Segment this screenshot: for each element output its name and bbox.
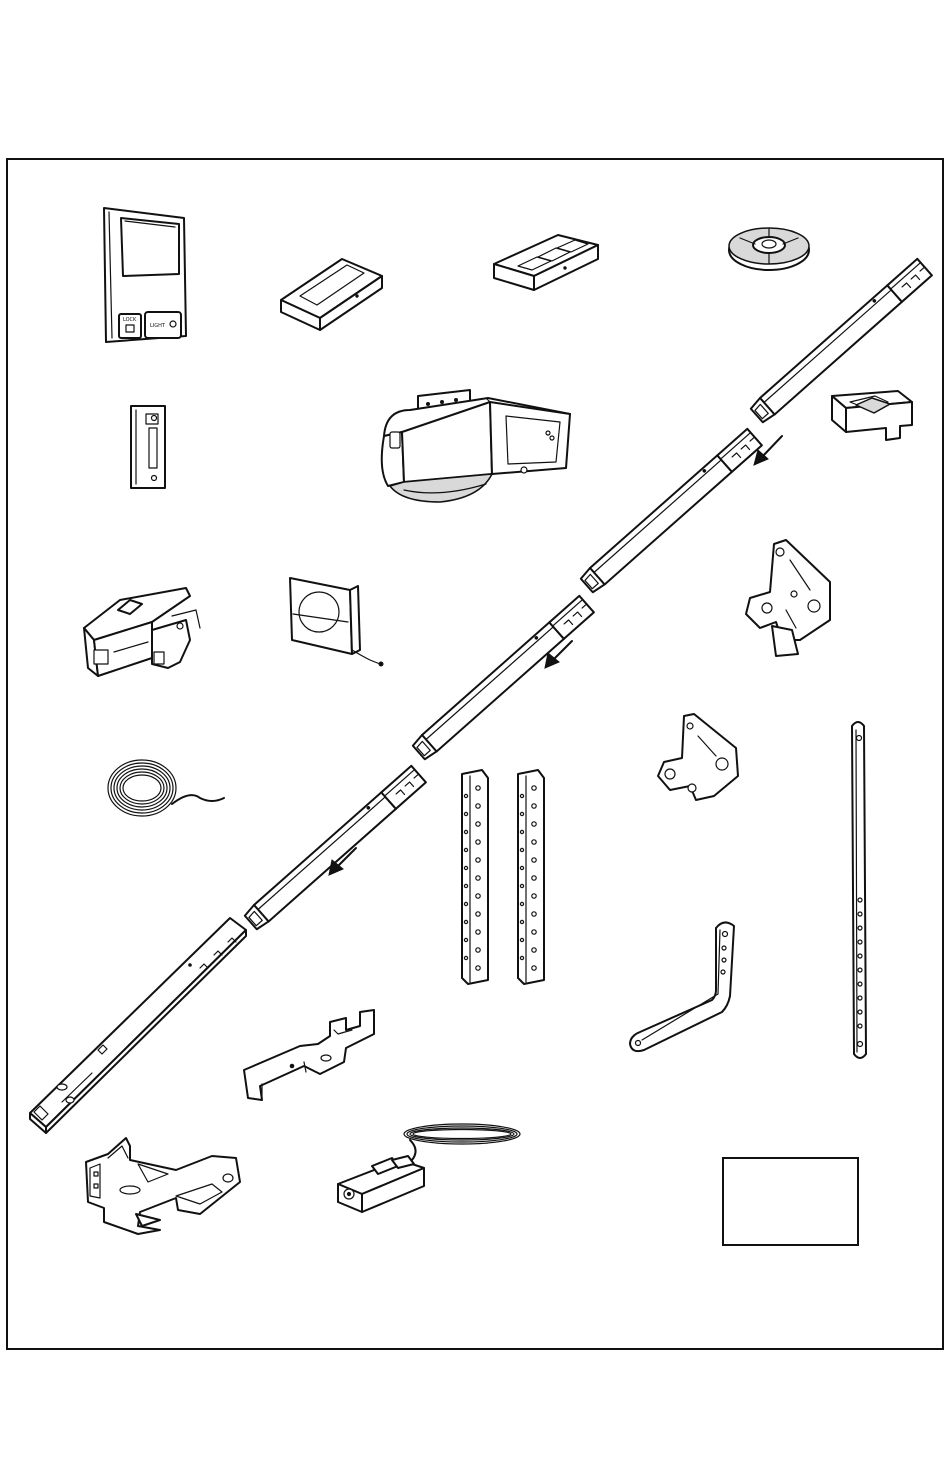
idler-bracket [746,540,830,656]
straight-door-arm [852,722,866,1058]
hanging-bracket-right [518,770,544,984]
pulley [729,228,809,270]
lock-label: LOCK [123,317,137,323]
wall-control-console: LOCK LIGHT [104,208,186,342]
safety-reverse-sensor [338,1124,520,1212]
rail-section-bottom [30,918,246,1133]
trolley [84,588,200,676]
rail-section-middle-3 [244,766,426,931]
rail-section-middle-2 [412,596,594,761]
blank-label-box [723,1158,858,1245]
remote-control-3-button [494,235,598,290]
sensor-bracket [86,1138,240,1234]
bell-wire-coil [108,760,224,816]
hanging-bracket-left [462,770,488,984]
light-lens-panel [290,578,383,666]
light-label: LIGHT [150,323,166,329]
rail-section-middle-1 [580,429,762,594]
rail-clip [832,391,912,440]
door-control-button [131,406,165,488]
curved-door-arm [630,922,734,1051]
remote-control-1-button [281,259,382,330]
header-bracket [658,714,738,800]
belt-clamp-bracket [244,1010,374,1100]
motor-unit [382,390,570,502]
